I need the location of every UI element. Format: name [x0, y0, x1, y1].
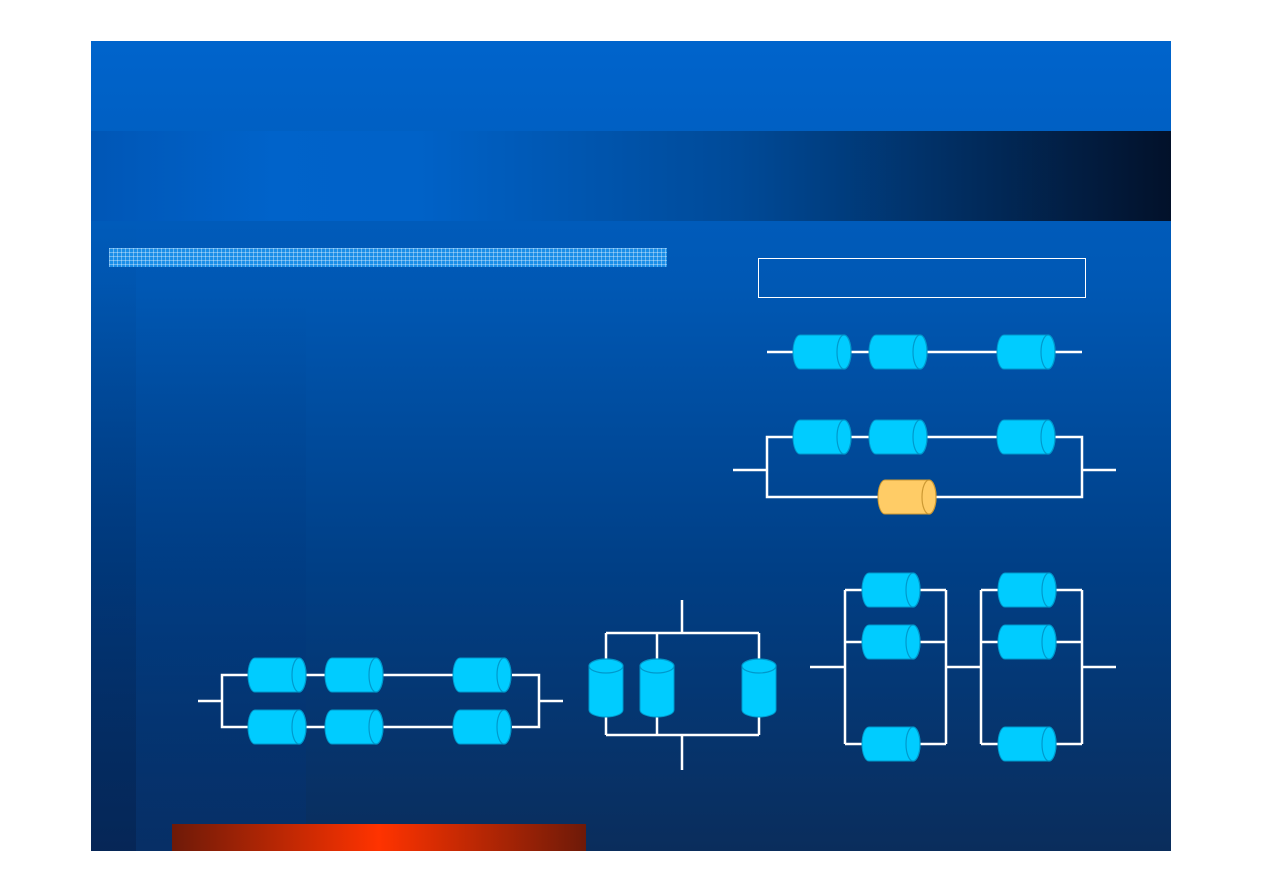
parallel-chain-component — [324, 657, 384, 693]
series-component — [868, 334, 928, 370]
wire — [220, 673, 249, 729]
parallel-cylinder — [639, 658, 675, 718]
bottom-accent-bar — [172, 824, 586, 851]
parallel-chain-component — [452, 709, 512, 745]
caption-box — [758, 258, 1086, 298]
parallel-cylinder — [741, 658, 777, 718]
series-component — [868, 419, 928, 455]
network-component — [861, 726, 921, 762]
series-component — [996, 334, 1056, 370]
parallel-chain-component — [324, 709, 384, 745]
network-component — [997, 624, 1057, 660]
accent-bar — [109, 248, 667, 267]
series-component — [996, 419, 1056, 455]
series-component — [792, 334, 852, 370]
network-component — [861, 572, 921, 608]
left-accent-column — [91, 221, 136, 851]
parallel-cylinder — [588, 658, 624, 718]
wire — [512, 673, 541, 729]
standby-component — [877, 479, 937, 515]
network-component — [861, 624, 921, 660]
wire — [936, 435, 1084, 499]
parallel-chain-component — [452, 657, 512, 693]
parallel-chain-component — [247, 709, 307, 745]
network-component — [997, 572, 1057, 608]
wire — [765, 435, 879, 499]
title-band — [91, 131, 1171, 221]
diagram-components — [247, 334, 1057, 762]
left-accent-panel — [136, 291, 306, 851]
network-component — [997, 726, 1057, 762]
series-component — [792, 419, 852, 455]
parallel-chain-component — [247, 657, 307, 693]
diagram-wires — [198, 350, 1116, 770]
